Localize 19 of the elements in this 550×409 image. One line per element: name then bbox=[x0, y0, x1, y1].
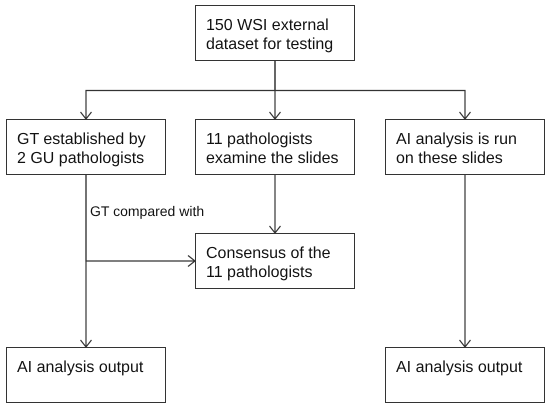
process-box bbox=[195, 233, 355, 289]
process-box bbox=[385, 119, 545, 175]
process-box bbox=[385, 347, 545, 403]
box-label: AI analysis output bbox=[396, 358, 524, 377]
box-label: GT established by 2 GU pathologists bbox=[17, 130, 147, 168]
process-box bbox=[195, 119, 355, 175]
process-box bbox=[6, 347, 166, 403]
arrow bbox=[80, 175, 92, 348]
box-label: Consensus of the 11 pathologists bbox=[206, 244, 332, 282]
box-label: 150 WSI external dataset for testing bbox=[206, 16, 334, 54]
arrow bbox=[458, 175, 472, 348]
box-label: AI analysis output bbox=[17, 358, 144, 377]
box-label: AI analysis is run on these slides bbox=[396, 130, 518, 168]
arrow bbox=[268, 175, 282, 234]
process-box bbox=[195, 5, 355, 61]
arrow bbox=[274, 61, 472, 120]
edge-label: GT compared with bbox=[90, 203, 204, 219]
process-box bbox=[6, 119, 166, 175]
box-label: 11 pathologists examine the slides bbox=[206, 130, 340, 168]
